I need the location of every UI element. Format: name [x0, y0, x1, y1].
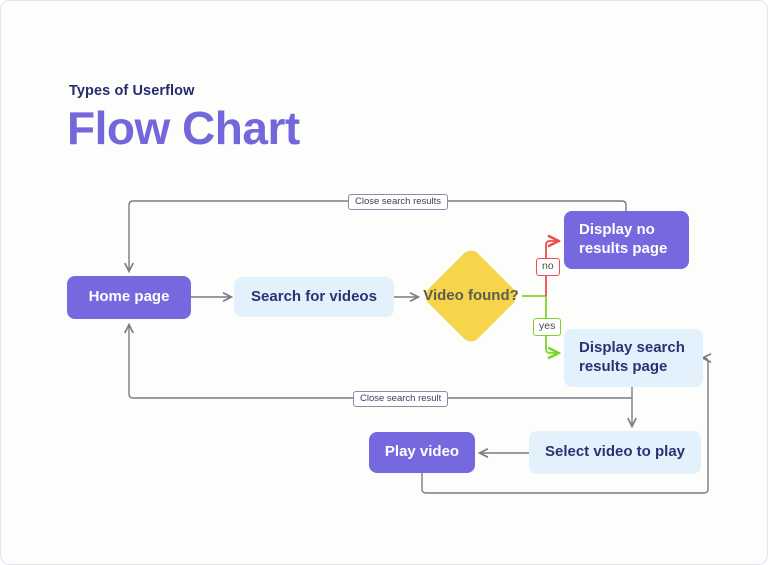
- edge-label-no: no: [536, 258, 560, 276]
- edge-yes-branch: [545, 296, 557, 353]
- edge-close-result-loop: [129, 326, 632, 399]
- decision-video-found-label: Video found?: [423, 286, 519, 304]
- decision-video-found: Video found?: [421, 265, 521, 327]
- edge-label-yes: yes: [533, 318, 562, 336]
- node-play-video: Play video: [369, 432, 475, 473]
- edge-label-close-search-result: Close search result: [353, 391, 449, 408]
- edge-play-loop: [421, 358, 708, 494]
- edge-no-branch: [545, 241, 557, 296]
- node-home-page-label: Home page: [88, 288, 170, 306]
- node-display-no-results-label: Display no results page: [579, 221, 668, 257]
- page-title: Flow Chart: [67, 102, 300, 154]
- node-display-search-results: Display search results page: [564, 329, 703, 387]
- node-search-for-videos: Search for videos: [234, 277, 394, 317]
- node-display-search-results-label: Display search results page: [579, 339, 685, 375]
- node-search-for-videos-label: Search for videos: [251, 287, 377, 305]
- node-select-video-to-play-label: Select video to play: [544, 443, 686, 461]
- edge-label-close-search-results: Close search results: [348, 194, 449, 211]
- node-home-page: Home page: [67, 276, 191, 319]
- node-play-video-label: Play video: [384, 443, 460, 461]
- eyebrow-title: Types of Userflow: [69, 83, 195, 99]
- node-select-video-to-play: Select video to play: [529, 431, 701, 474]
- node-display-no-results: Display no results page: [564, 211, 689, 269]
